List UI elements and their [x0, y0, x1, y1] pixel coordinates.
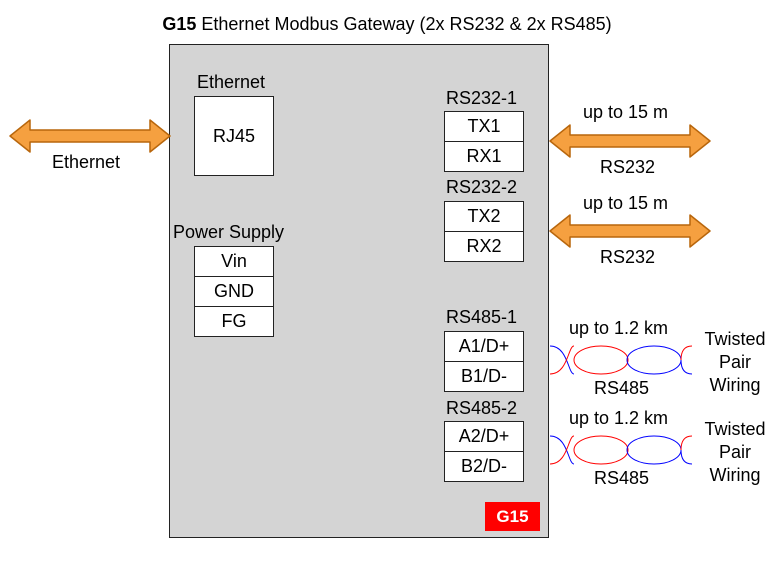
power-supply-label: Power Supply: [173, 222, 285, 242]
rs485-2-label: RS485-2: [446, 398, 518, 418]
power-pin-fg: FG: [194, 306, 274, 337]
rs485-1-distance: up to 1.2 km: [569, 318, 669, 338]
rs232-1-label: RS232-1: [446, 88, 518, 108]
rs485-2-pin-b: B2/D-: [444, 451, 524, 482]
title-text: Ethernet Modbus Gateway (2x RS232 & 2x R…: [201, 14, 612, 34]
rs232-1-arrow: [549, 124, 711, 158]
rs232-1-distance: up to 15 m: [583, 102, 669, 122]
rs232-2-pin-tx: TX2: [444, 201, 524, 232]
rs485-2-distance: up to 1.2 km: [569, 408, 669, 428]
rs485-1-wiring-line-3: Wiring: [709, 375, 761, 395]
rs485-2-wiring-line-3: Wiring: [709, 465, 761, 485]
rs232-2-distance: up to 15 m: [583, 193, 669, 213]
rs485-1-pin-a: A1/D+: [444, 331, 524, 362]
ethernet-cable-label: Ethernet: [52, 152, 121, 172]
ethernet-port-label: Ethernet: [197, 72, 266, 92]
rs485-1-wiring-line-2: Pair: [718, 352, 751, 372]
rs232-1-cable-label: RS232: [600, 157, 656, 177]
ethernet-arrow: [9, 119, 171, 153]
rs485-1-pin-b: B1/D-: [444, 361, 524, 392]
power-pin-vin: Vin: [194, 246, 274, 277]
rs232-2-label: RS232-2: [446, 177, 518, 197]
rs485-2-wiring-line-2: Pair: [718, 442, 751, 462]
rs232-2-cable-label: RS232: [600, 247, 656, 267]
rs485-2-cable-label: RS485: [594, 468, 650, 488]
rs485-1-twisted-pair: [549, 345, 693, 375]
power-pin-gnd: GND: [194, 276, 274, 307]
rs485-2-wiring-label: Twisted Pair Wiring: [700, 418, 770, 487]
g15-badge: G15: [485, 502, 540, 531]
rs485-1-wiring-label: Twisted Pair Wiring: [700, 328, 770, 397]
rs485-1-label: RS485-1: [446, 307, 518, 327]
title-bold: G15: [162, 14, 197, 34]
rs485-1-cable-label: RS485: [594, 378, 650, 398]
rs232-1-pin-tx: TX1: [444, 111, 524, 142]
rs232-1-pin-rx: RX1: [444, 141, 524, 172]
rs485-2-wiring-line-1: Twisted: [704, 419, 766, 439]
diagram-title: G15 Ethernet Modbus Gateway (2x RS232 & …: [0, 14, 774, 35]
rj45-port: RJ45: [194, 96, 274, 176]
rs485-1-wiring-line-1: Twisted: [704, 329, 766, 349]
rs232-2-arrow: [549, 214, 711, 248]
rs232-2-pin-rx: RX2: [444, 231, 524, 262]
rs485-2-twisted-pair: [549, 435, 693, 465]
